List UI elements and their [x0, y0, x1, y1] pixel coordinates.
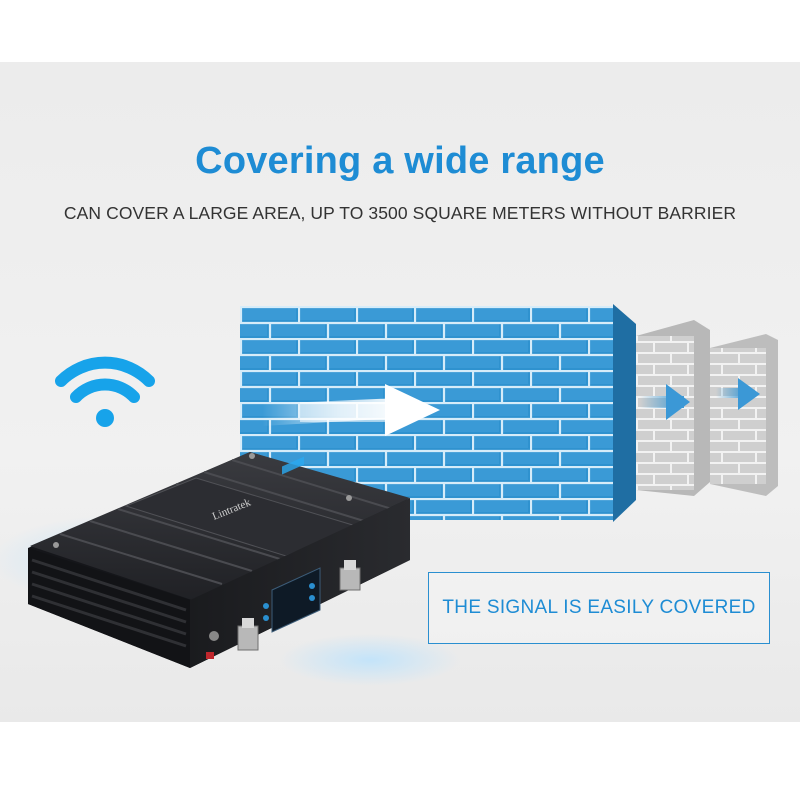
power-switch — [206, 652, 214, 659]
page-title: Covering a wide range — [195, 140, 605, 182]
arrow-right-icon — [716, 378, 760, 410]
callout-box: THE SIGNAL IS EASILY COVERED — [428, 572, 770, 644]
callout-text: THE SIGNAL IS EASILY COVERED — [442, 597, 756, 618]
antenna-connector — [237, 618, 259, 651]
signal-booster-device: Lintratek — [28, 452, 410, 668]
antenna-connector — [339, 560, 361, 591]
device-glow — [280, 634, 460, 686]
arrow-right-icon — [262, 384, 440, 436]
power-port — [209, 631, 219, 641]
arrow-right-icon — [640, 384, 690, 420]
page-subtitle: CAN COVER A LARGE AREA, UP TO 3500 SQUAR… — [63, 203, 737, 223]
grey-wall-far — [710, 334, 778, 496]
grey-wall-near — [636, 320, 710, 496]
wifi-icon — [55, 356, 155, 427]
